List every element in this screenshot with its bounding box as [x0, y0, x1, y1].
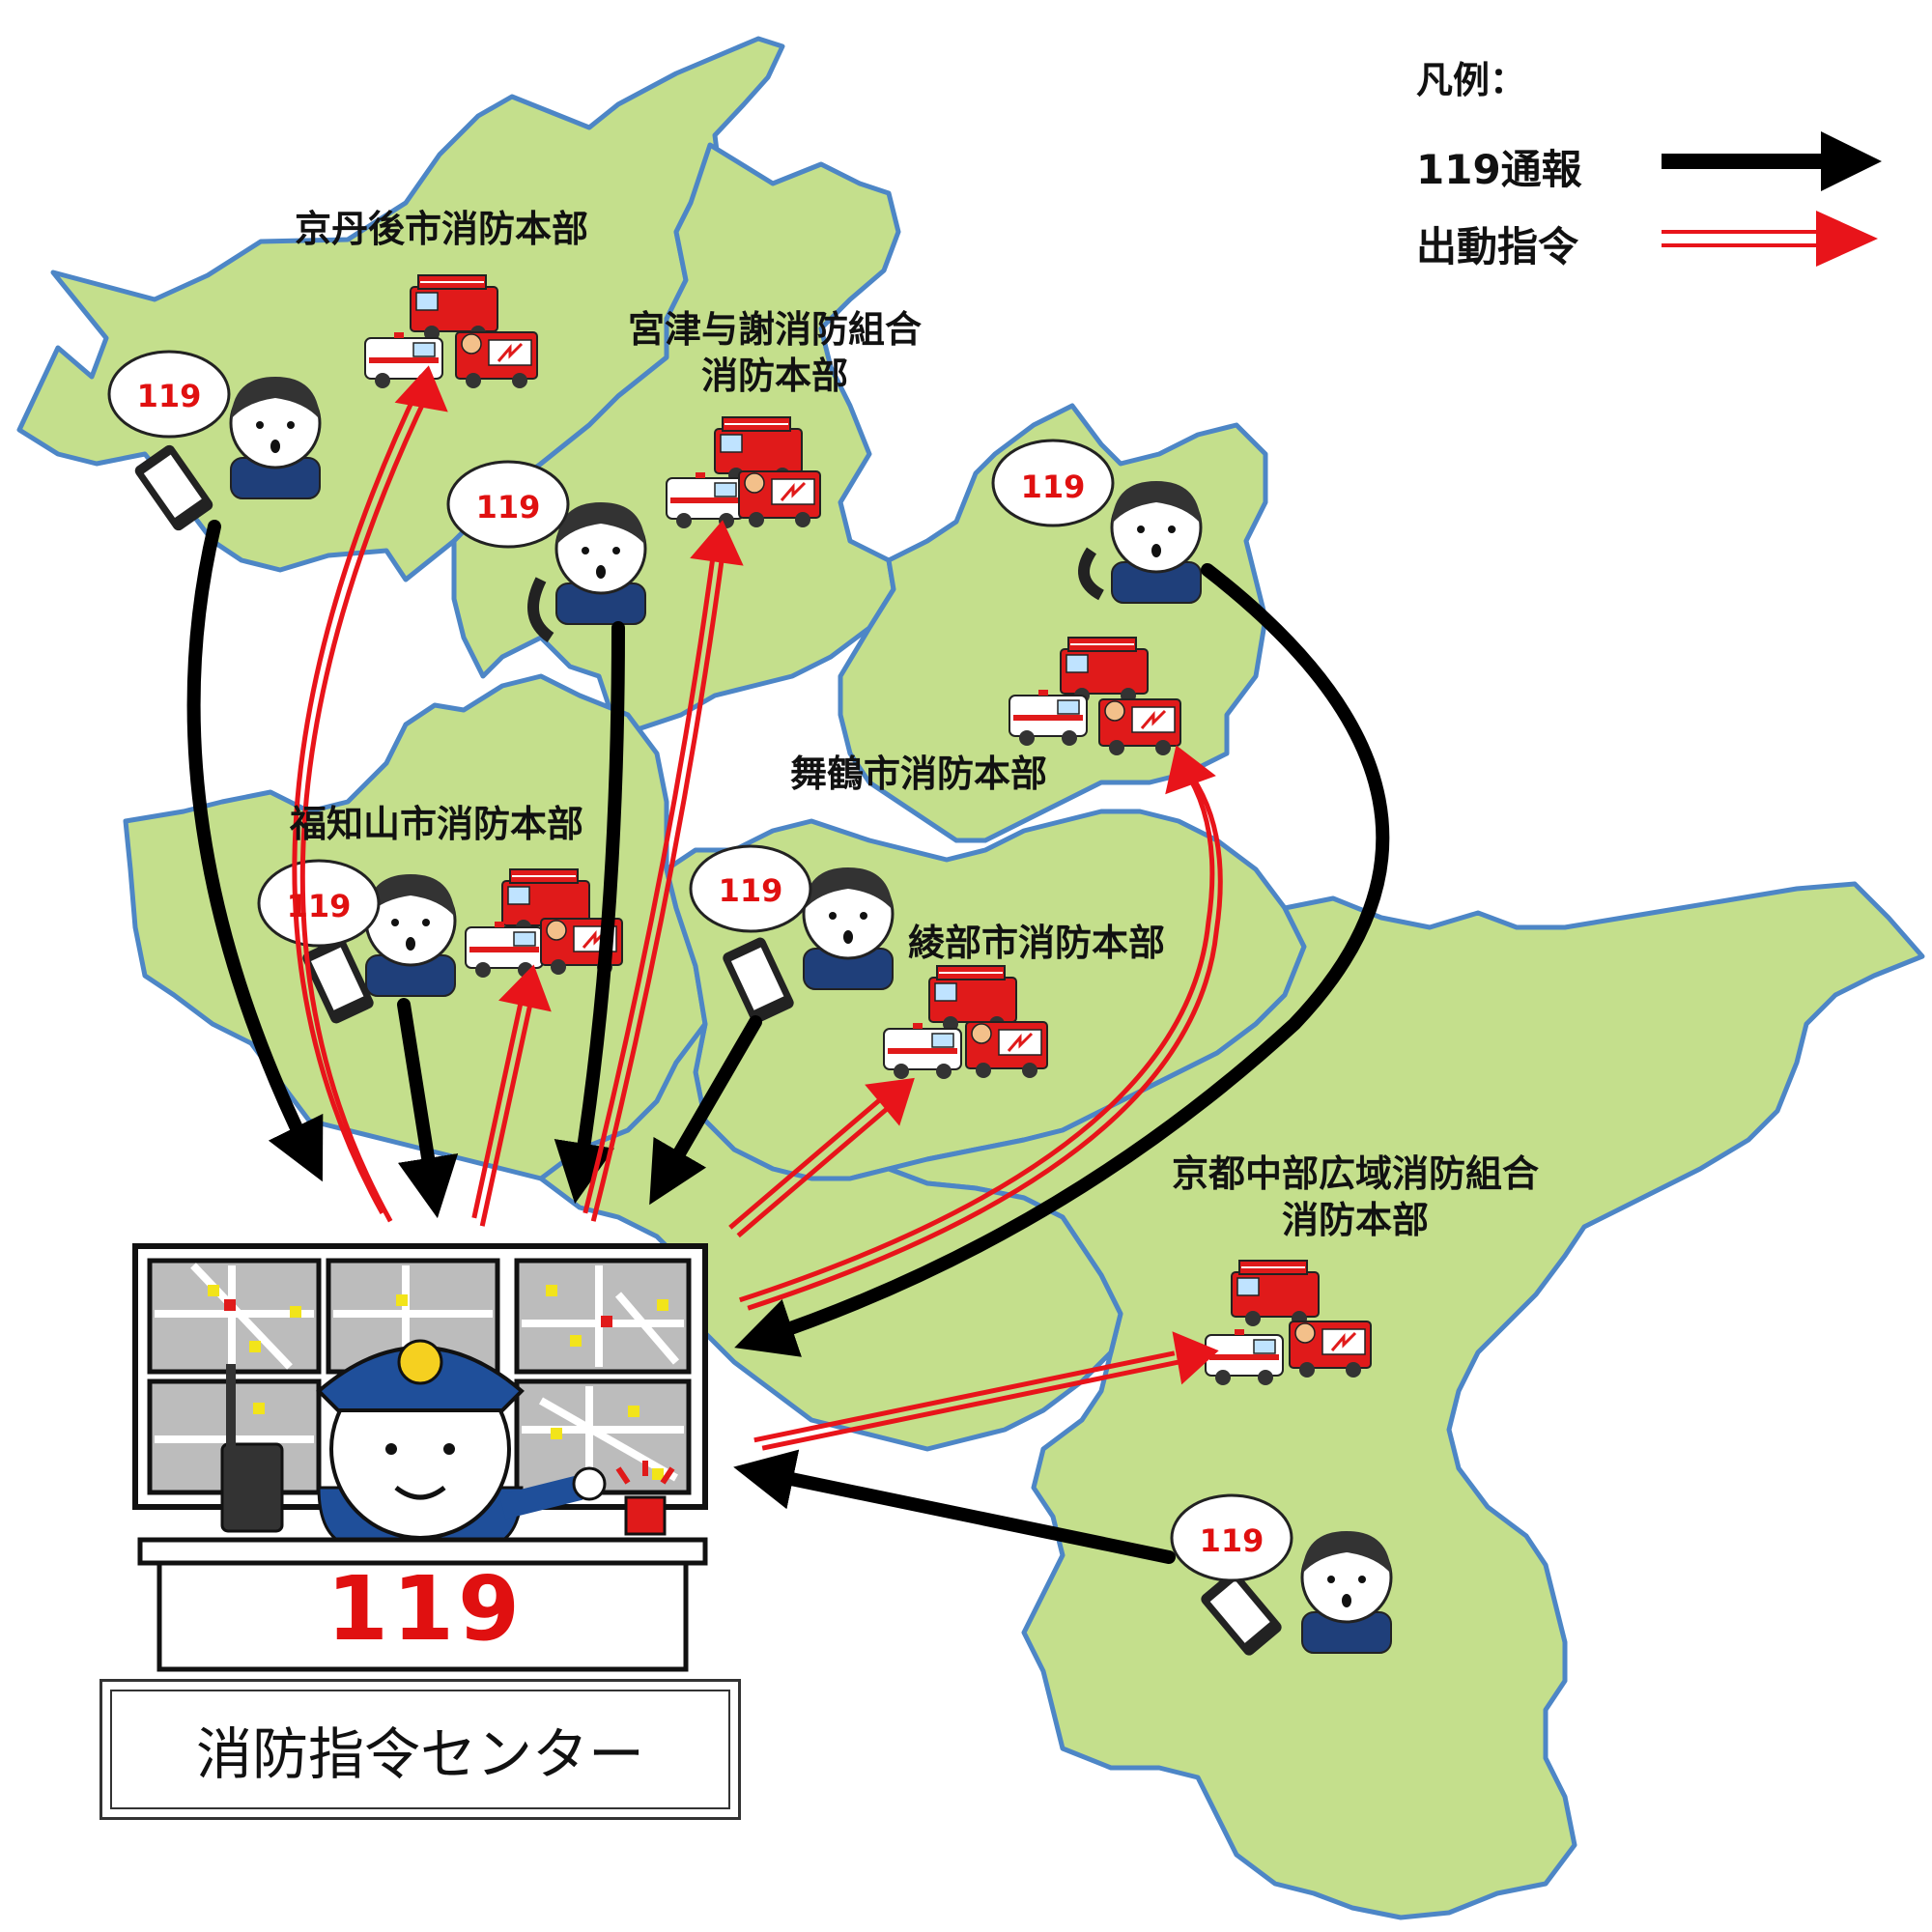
dept-label-kyotango: 京丹後市消防本部 [295, 208, 589, 250]
bubble-text: 119 [718, 872, 783, 909]
legend-call-label: 119通報 [1416, 146, 1582, 193]
bubble-text: 119 [475, 489, 541, 526]
telephone-handset-icon [527, 577, 554, 642]
center-name: 消防指令センター [110, 1690, 730, 1809]
center-name-box: 消防指令センター [99, 1679, 741, 1820]
alarm-light-icon [624, 1495, 667, 1536]
legend-title: 凡例： [1416, 59, 1527, 101]
caller-person-icon [1300, 1529, 1393, 1655]
caller-maizuru [991, 439, 1203, 605]
caller-person-icon [364, 872, 457, 998]
caller-miyazu [446, 460, 647, 642]
call-arrow [186, 520, 324, 1182]
dept-label-ayabe: 綾部市消防本部 [908, 922, 1166, 964]
call-arrow [397, 998, 459, 1219]
dept-label-line: 消防本部 [1282, 1198, 1430, 1241]
radio-icon [220, 1442, 284, 1533]
call-arrow [554, 621, 625, 1205]
dispatcher-icon [316, 1339, 607, 1548]
dispatch-arrow [471, 964, 552, 1227]
telephone-handset-icon [1078, 547, 1105, 601]
bubble-text: 119 [1020, 469, 1086, 505]
dispatch-arrow [728, 1077, 915, 1238]
fire-engine-icon [410, 274, 498, 342]
desk-number: 119 [326, 1557, 525, 1661]
legend-dispatch-label: 出動指令 [1416, 223, 1579, 270]
bubble-text: 119 [286, 888, 352, 924]
legend-graphics [1662, 131, 1882, 267]
dept-label-line: 京都中部広域消防組合 [1172, 1152, 1540, 1195]
call-arrows [186, 520, 1390, 1564]
call-arrow [734, 563, 1390, 1357]
dept-label-line: 宮津与謝消防組合 [628, 308, 923, 351]
dispatch-arrow [739, 745, 1223, 1311]
dept-label-line: 消防本部 [701, 354, 849, 397]
legend-dispatch-arrow-head [1816, 211, 1878, 267]
dept-label-fukuchiyama: 福知山市消防本部 [290, 803, 584, 845]
dept-label-miyazu: 宮津与謝消防組合 消防本部 [628, 307, 922, 399]
bubble-text: 119 [136, 378, 202, 414]
dept-label-maizuru: 舞鶴市消防本部 [790, 753, 1048, 795]
dept-label-chubu: 京都中部広域消防組合 消防本部 [1172, 1151, 1539, 1243]
dispatch-console [132, 1243, 708, 1672]
call-arrow [733, 1449, 1176, 1564]
caller-person-icon [229, 375, 322, 500]
legend-call-arrow-head [1821, 131, 1882, 191]
bubble-text: 119 [1199, 1522, 1264, 1559]
radio-antenna [226, 1364, 236, 1446]
fire-engine-icon [1231, 1260, 1320, 1327]
dispatch-arrows [292, 365, 1223, 1451]
dispatch-arrow [292, 365, 448, 1223]
dispatch-arrow [582, 520, 744, 1222]
fire-engine-icon [1060, 637, 1149, 704]
caller-person-icon [802, 866, 895, 991]
call-arrow [649, 1015, 762, 1206]
caller-person-icon [1110, 479, 1203, 605]
dispatch-arrow [753, 1331, 1219, 1451]
caller-person-icon [554, 500, 647, 626]
